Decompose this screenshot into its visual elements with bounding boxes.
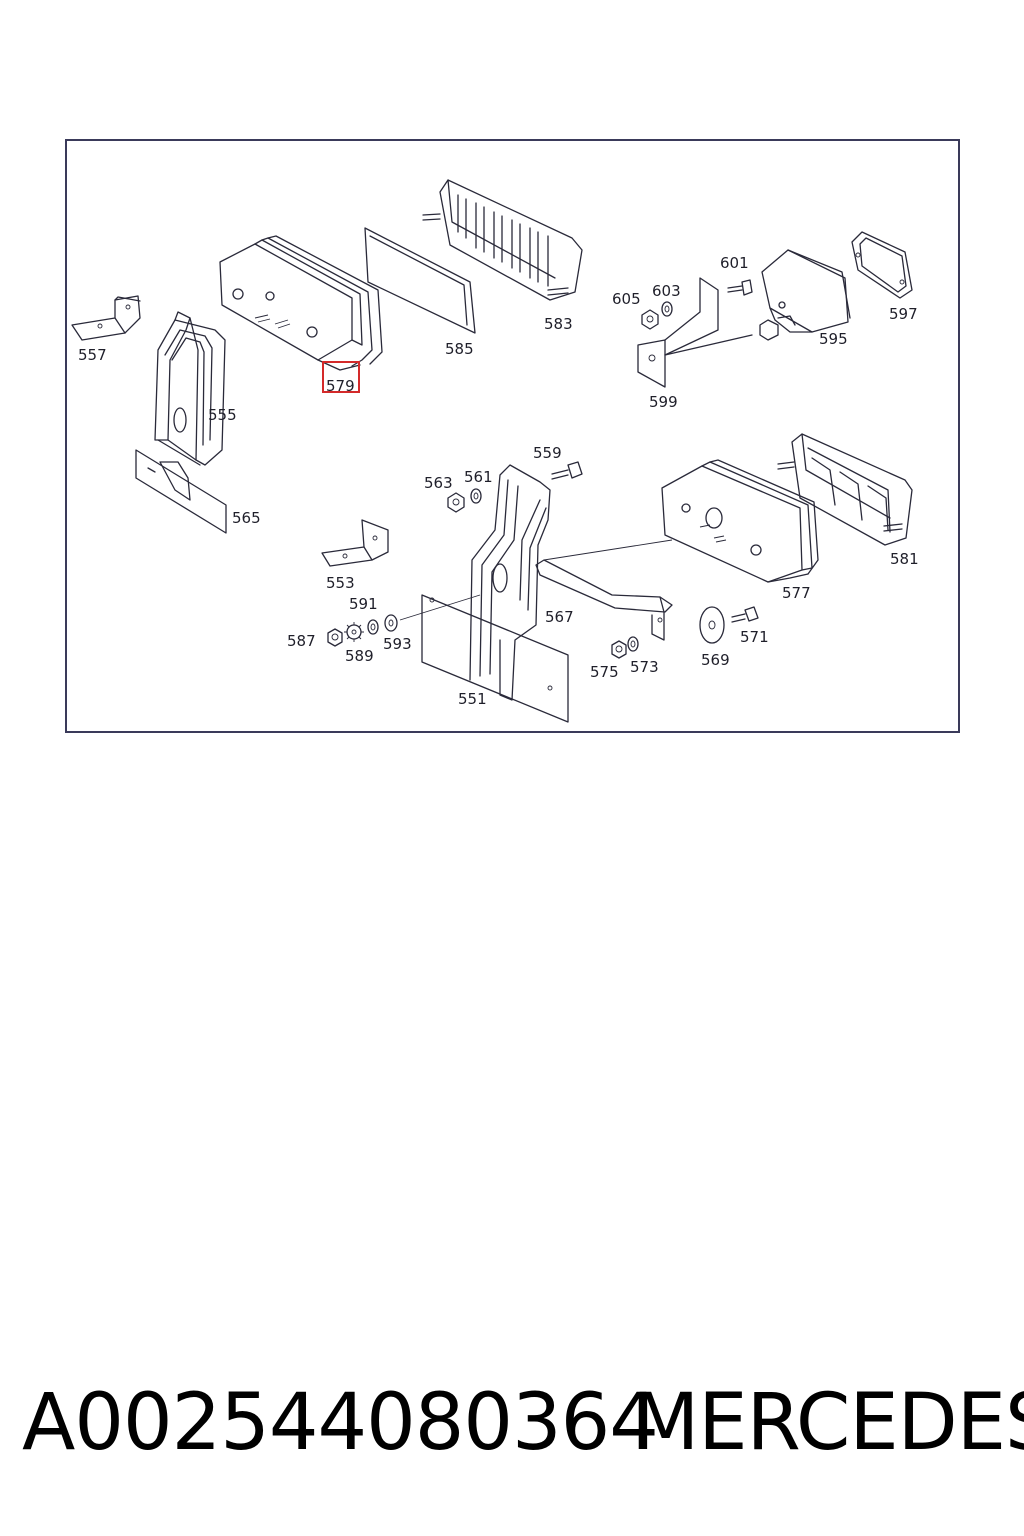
label-589[interactable]: 589 [345,647,374,665]
part-575-nut[interactable] [611,640,627,659]
label-587[interactable]: 587 [287,632,316,650]
label-583[interactable]: 583 [544,315,573,333]
label-579[interactable]: 579 [326,377,355,395]
part-553-bracket[interactable] [321,519,389,567]
brand-name: MERCEDES [632,1378,1024,1468]
diagram-frame [65,139,960,733]
label-561[interactable]: 561 [464,468,493,486]
label-593[interactable]: 593 [383,635,412,653]
label-557[interactable]: 557 [78,346,107,364]
label-603[interactable]: 603 [652,282,681,300]
part-565-plate[interactable] [135,449,227,534]
part-591-washer[interactable] [367,619,379,635]
part-567-bracket[interactable] [535,539,673,641]
part-559-bolt[interactable] [551,461,583,480]
label-565[interactable]: 565 [232,509,261,527]
part-563-nut[interactable] [447,492,465,513]
part-589-lock-washer[interactable] [344,622,364,642]
label-599[interactable]: 599 [649,393,678,411]
highlight-box [322,361,360,393]
part-557-bracket[interactable] [71,295,141,341]
part-573-washer[interactable] [627,636,639,652]
label-573[interactable]: 573 [630,658,659,676]
part-571-bolt[interactable] [731,606,759,623]
part-601-bolt[interactable] [727,279,753,296]
label-591[interactable]: 591 [349,595,378,613]
label-575[interactable]: 575 [590,663,619,681]
label-595[interactable]: 595 [819,330,848,348]
part-593-washer[interactable] [384,594,481,632]
label-597[interactable]: 597 [889,305,918,323]
label-601[interactable]: 601 [720,254,749,272]
part-583-cover[interactable] [422,179,583,301]
label-563[interactable]: 563 [424,474,453,492]
part-555-bracket[interactable] [154,311,226,466]
label-569[interactable]: 569 [701,651,730,669]
label-571[interactable]: 571 [740,628,769,646]
part-595-lamp[interactable] [759,249,851,341]
part-605-nut[interactable] [641,309,659,330]
label-605[interactable]: 605 [612,290,641,308]
part-587-nut[interactable] [327,628,343,647]
label-567[interactable]: 567 [545,608,574,626]
part-581-cover[interactable] [777,433,913,546]
label-555[interactable]: 555 [208,406,237,424]
part-number: A002544080364 [22,1378,659,1468]
caption: A002544080364 MERCEDES [0,1378,1024,1468]
label-577[interactable]: 577 [782,584,811,602]
label-581[interactable]: 581 [890,550,919,568]
label-559[interactable]: 559 [533,444,562,462]
part-561-washer[interactable] [470,488,482,504]
label-553[interactable]: 553 [326,574,355,592]
part-597-lens[interactable] [851,231,913,299]
label-551[interactable]: 551 [458,690,487,708]
part-577-lamp[interactable] [661,459,819,583]
part-569-disc[interactable] [699,606,725,644]
part-579-lamp[interactable] [219,235,383,371]
part-551-bracket[interactable] [421,464,569,723]
label-585[interactable]: 585 [445,340,474,358]
part-599-bracket[interactable] [637,277,753,388]
part-603-washer[interactable] [661,301,673,317]
part-585-lens[interactable] [364,227,476,334]
